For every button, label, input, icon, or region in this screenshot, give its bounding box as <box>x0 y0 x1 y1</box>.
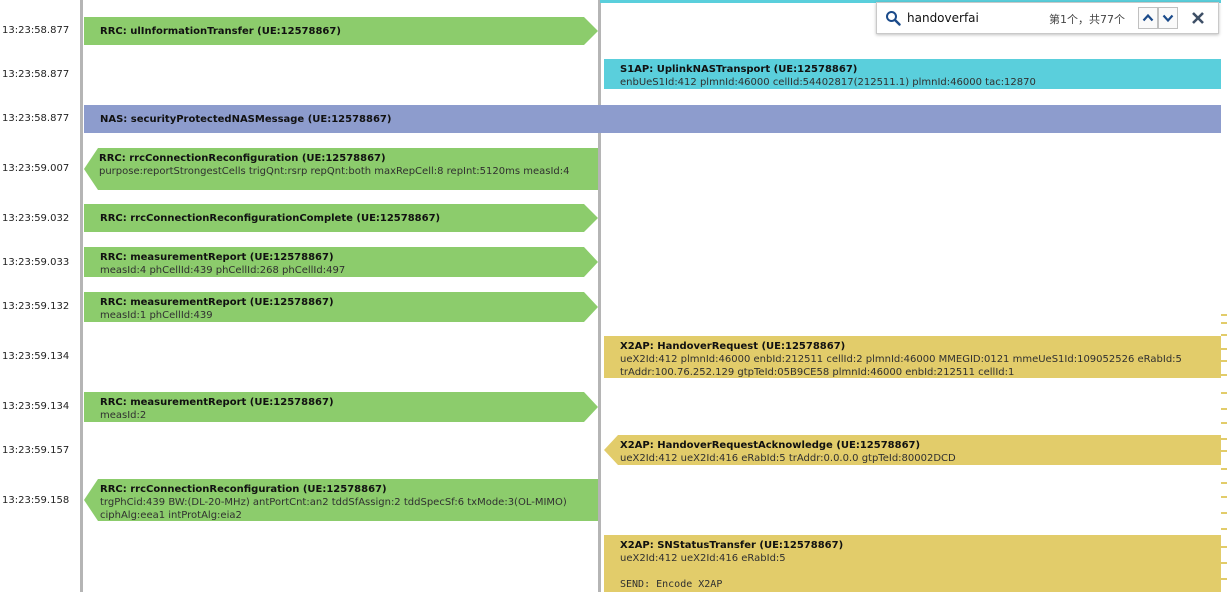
chevron-down-icon <box>1162 14 1174 23</box>
timestamp: 13:23:59.033 <box>2 257 70 268</box>
lifeline-middle <box>598 0 601 592</box>
message-title: RRC: measurementReport (UE:12578867) <box>100 252 334 263</box>
message-detail: purpose:reportStrongestCells trigQnt:rsr… <box>99 166 570 177</box>
find-bar: 第1个，共77个 <box>876 2 1219 34</box>
message-snstatustransfer[interactable]: X2AP: SNStatusTransfer (UE:12578867) ueX… <box>604 535 1221 592</box>
message-detail: measId:4 phCellId:439 phCellId:268 phCel… <box>100 265 346 276</box>
message-detail: ueX2Id:412 ueX2Id:416 eRabId:5 <box>620 553 786 564</box>
message-title: RRC: measurementReport (UE:12578867) <box>100 397 334 408</box>
previous-s1ap-message-edge <box>600 0 1221 3</box>
message-securityprotectednasmessage[interactable]: NAS: securityProtectedNASMessage (UE:125… <box>84 105 1221 133</box>
timestamp: 13:23:59.157 <box>2 445 70 456</box>
message-send-line: SEND: Encode X2AP <box>620 579 723 590</box>
message-handoverrequest[interactable]: X2AP: HandoverRequest (UE:12578867) ueX2… <box>604 336 1221 378</box>
message-title: X2AP: HandoverRequestAcknowledge (UE:125… <box>620 440 921 451</box>
message-rrcconnectionreconfiguration[interactable]: RRC: rrcConnectionReconfiguration (UE:12… <box>84 479 598 521</box>
message-title: X2AP: HandoverRequest (UE:12578867) <box>620 341 846 352</box>
message-ulinformationtransfer[interactable]: RRC: ulInformationTransfer (UE:12578867) <box>84 17 598 45</box>
message-measurementreport[interactable]: RRC: measurementReport (UE:12578867) mea… <box>84 292 598 322</box>
message-title: RRC: rrcConnectionReconfiguration (UE:12… <box>100 484 387 495</box>
timestamp: 13:23:58.877 <box>2 113 70 124</box>
timestamp: 13:23:59.134 <box>2 401 70 412</box>
message-measurementreport[interactable]: RRC: measurementReport (UE:12578867) mea… <box>84 392 598 422</box>
message-title: RRC: rrcConnectionReconfiguration (UE:12… <box>99 153 386 164</box>
lifeline-left <box>80 0 83 592</box>
timestamp: 13:23:58.877 <box>2 69 70 80</box>
message-detail: trgPhCid:439 BW:(DL-20-MHz) antPortCnt:a… <box>100 497 567 521</box>
message-title: RRC: ulInformationTransfer (UE:12578867) <box>100 26 341 37</box>
message-title: X2AP: SNStatusTransfer (UE:12578867) <box>620 540 844 551</box>
search-hit-markers <box>1221 300 1227 592</box>
next-result-button[interactable] <box>1158 7 1178 29</box>
chevron-up-icon <box>1142 13 1154 22</box>
timestamp: 13:23:59.032 <box>2 213 70 224</box>
timestamp: 13:23:59.134 <box>2 351 70 362</box>
message-title: RRC: rrcConnectionReconfigurationComplet… <box>100 213 441 224</box>
timestamp: 13:23:59.132 <box>2 301 70 312</box>
message-detail: measId:2 <box>100 410 147 421</box>
search-icon <box>886 11 901 26</box>
message-measurementreport[interactable]: RRC: measurementReport (UE:12578867) mea… <box>84 247 598 277</box>
search-input[interactable] <box>907 10 1037 26</box>
message-title: RRC: measurementReport (UE:12578867) <box>100 297 334 308</box>
message-rrcconnectionreconfigurationcomplete[interactable]: RRC: rrcConnectionReconfigurationComplet… <box>84 204 598 232</box>
close-icon[interactable] <box>1189 9 1207 27</box>
message-title: NAS: securityProtectedNASMessage (UE:125… <box>100 114 392 125</box>
message-detail: enbUeS1Id:412 plmnId:46000 cellId:544028… <box>620 77 1036 88</box>
message-detail: ueX2Id:412 ueX2Id:416 eRabId:5 trAddr:0.… <box>620 453 956 464</box>
timestamp: 13:23:58.877 <box>2 25 70 36</box>
message-detail: ueX2Id:412 plmnId:46000 enbId:212511 cel… <box>620 354 1182 378</box>
previous-result-button[interactable] <box>1138 7 1158 29</box>
message-handoverrequestacknowledge[interactable]: X2AP: HandoverRequestAcknowledge (UE:125… <box>604 435 1221 465</box>
timestamp: 13:23:59.158 <box>2 495 70 506</box>
search-result-count: 第1个，共77个 <box>1049 13 1125 26</box>
timestamp: 13:23:59.007 <box>2 163 70 174</box>
message-detail: measId:1 phCellId:439 <box>100 310 213 321</box>
message-rrcconnectionreconfiguration[interactable]: RRC: rrcConnectionReconfiguration (UE:12… <box>84 148 598 190</box>
message-title: S1AP: UplinkNASTransport (UE:12578867) <box>620 64 858 75</box>
message-uplinknastransport[interactable]: S1AP: UplinkNASTransport (UE:12578867) e… <box>604 59 1221 89</box>
